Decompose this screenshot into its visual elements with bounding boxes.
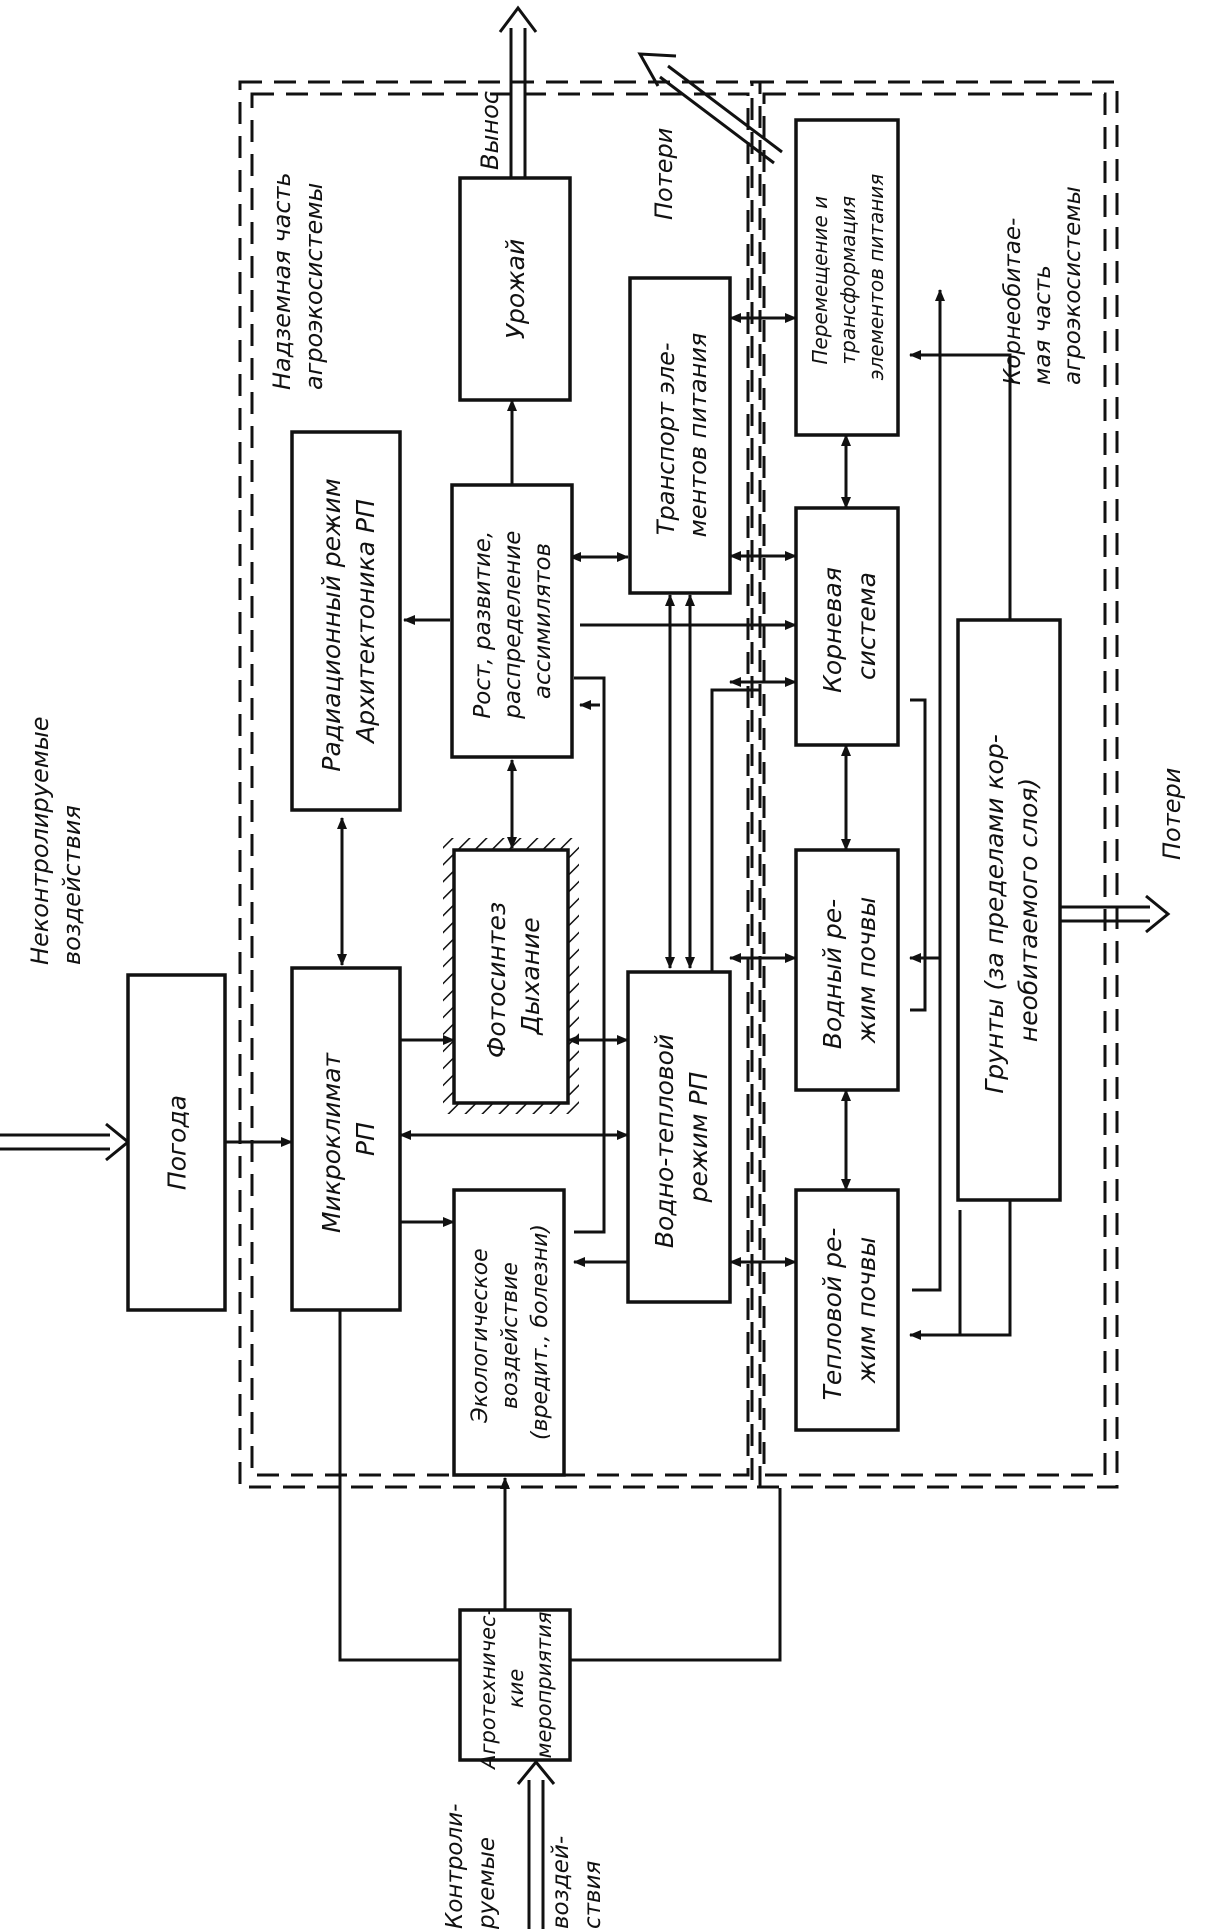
- agrotech-line-1: Агротехничес-: [476, 1608, 500, 1771]
- nutrient-move-line-1: Перемещение и: [808, 196, 832, 365]
- svg-text:Грунты (за пределами кор-: Грунты (за пределами кор- необитаемого с…: [980, 726, 1043, 1093]
- svg-text:Перемещение и трансформа: Перемещение и трансформация элементов пи…: [808, 174, 888, 381]
- microclimate-line-1: Микроклимат: [317, 1051, 346, 1233]
- losses-bottom-label: Потери: [1158, 768, 1186, 860]
- harvest-label-line: Урожай: [501, 239, 530, 340]
- svg-text:Транспорт эле- ментов пи: Транспорт эле- ментов питания: [652, 333, 712, 538]
- svg-text:Микроклимат РП: Микроклимат РП: [317, 1045, 380, 1233]
- growth-line-2: распределение: [500, 531, 526, 720]
- svg-text:Радиационный режим Архит: Радиационный режим Архитектоника РП: [317, 470, 380, 771]
- water-heat-line-2: режим РП: [684, 1071, 713, 1203]
- block-radiation: Радиационный режим Архитектоника РП: [290, 430, 402, 812]
- losses-top-label: Потери: [650, 128, 678, 220]
- uncontrolled-input-arrow: [0, 1122, 131, 1162]
- ecology-line-3: (вредит., болезни): [528, 1224, 553, 1440]
- block-harvest: Урожай: [458, 176, 572, 402]
- microclimate-line-2: РП: [351, 1122, 380, 1156]
- controlled-input-arrow: [516, 1759, 556, 1929]
- losses-top-arrow: [637, 52, 783, 165]
- ecology-line-1: Экологическое: [468, 1248, 493, 1423]
- block-agrotech: Агротехничес- кие мероприятия: [458, 1601, 572, 1771]
- svg-text:Рост, развитие, распреде: Рост, развитие, распределение ассимилято…: [470, 523, 556, 719]
- block-nutrient-move: Перемещение и трансформация элементов пи…: [794, 118, 900, 437]
- agrotech-line-3: мероприятия: [532, 1612, 556, 1759]
- svg-text:Водно-тепловой режим РП: Водно-тепловой режим РП: [650, 1026, 713, 1248]
- block-root-system: Корневая система: [794, 506, 900, 747]
- soil-heat-line-1: Тепловой ре-: [818, 1228, 847, 1401]
- removal-output-arrow: [498, 5, 538, 178]
- ground-line-2: необитаемого слоя): [1014, 778, 1043, 1042]
- removal-label: Вынос: [476, 91, 504, 170]
- uncontrolled-label: Неконтролируемые воздействия: [26, 709, 86, 965]
- block-weather-text: Погода: [162, 1095, 191, 1190]
- svg-text:Фотосинтез Дыхание: Фотосинтез Дыхание: [482, 894, 545, 1058]
- block-water-heat: Водно-тепловой режим РП: [626, 970, 732, 1304]
- nutrient-move-line-2: трансформация: [836, 196, 860, 365]
- svg-text:Экологическое воздействи: Экологическое воздействие (вредит., боле…: [468, 1224, 553, 1440]
- agrotech-line-2: кие: [504, 1669, 528, 1708]
- svg-text:Тепловой ре- жим почвы: Тепловой ре- жим почвы: [818, 1220, 881, 1401]
- above-ground-label: Надземная часть агроэкосистемы: [268, 165, 328, 390]
- block-weather: Погода: [126, 973, 227, 1312]
- photosynthesis-line-2: Дыхание: [516, 917, 545, 1035]
- nutrient-move-line-3: элементов питания: [864, 174, 888, 381]
- transport-line-2: ментов питания: [684, 333, 712, 538]
- block-microclimate: Микроклимат РП: [290, 966, 402, 1312]
- water-heat-line-1: Водно-тепловой: [650, 1034, 679, 1248]
- block-soil-heat: Тепловой ре- жим почвы: [794, 1188, 900, 1432]
- root-zone-label: Корнеобитае- мая часть агроэкосистемы: [1000, 186, 1086, 385]
- weather-label-line: Погода: [162, 1095, 191, 1190]
- radiation-line-2: Архитектоника РП: [351, 499, 380, 745]
- block-photosynthesis: Фотосинтез Дыхание: [452, 848, 570, 1105]
- block-ecology: Экологическое воздействие (вредит., боле…: [452, 1188, 566, 1477]
- svg-text:Корневая система: Корневая система: [818, 559, 881, 693]
- ecology-line-2: воздействие: [498, 1262, 523, 1409]
- block-transport: Транспорт эле- ментов питания: [628, 276, 732, 595]
- svg-text:Водный ре- жим почвы: Водный ре- жим почвы: [818, 891, 881, 1049]
- svg-text:Агротехничес- кие: Агротехничес- кие мероприятия: [476, 1601, 556, 1771]
- growth-line-1: Рост, развитие,: [470, 531, 496, 719]
- block-growth: Рост, развитие, распределение ассимилято…: [450, 483, 574, 759]
- root-system-line-1: Корневая: [818, 567, 847, 693]
- soil-water-line-1: Водный ре-: [818, 899, 847, 1049]
- soil-water-line-2: жим почвы: [852, 897, 881, 1044]
- growth-line-3: ассимилятов: [530, 543, 556, 699]
- root-system-line-2: система: [852, 572, 881, 680]
- radiation-line-1: Радиационный режим: [317, 478, 346, 771]
- root-zone-boundary-inner: [762, 92, 1107, 1477]
- svg-text:Урожай: Урожай: [501, 239, 530, 340]
- block-soil-water: Водный ре- жим почвы: [794, 848, 900, 1092]
- soil-heat-line-2: жим почвы: [852, 1237, 881, 1384]
- controlled-right-label: воздей- ствия: [548, 1829, 606, 1929]
- block-ground: Грунты (за пределами кор- необитаемого с…: [956, 618, 1062, 1202]
- ground-line-1: Грунты (за пределами кор-: [980, 734, 1009, 1093]
- photosynthesis-line-1: Фотосинтез: [482, 902, 511, 1058]
- controlled-left-label: Контроли- руемые: [442, 1796, 500, 1929]
- losses-bottom-arrow: [1060, 894, 1171, 934]
- root-zone-boundary-outer: [750, 80, 1119, 1489]
- transport-line-1: Транспорт эле-: [652, 342, 680, 535]
